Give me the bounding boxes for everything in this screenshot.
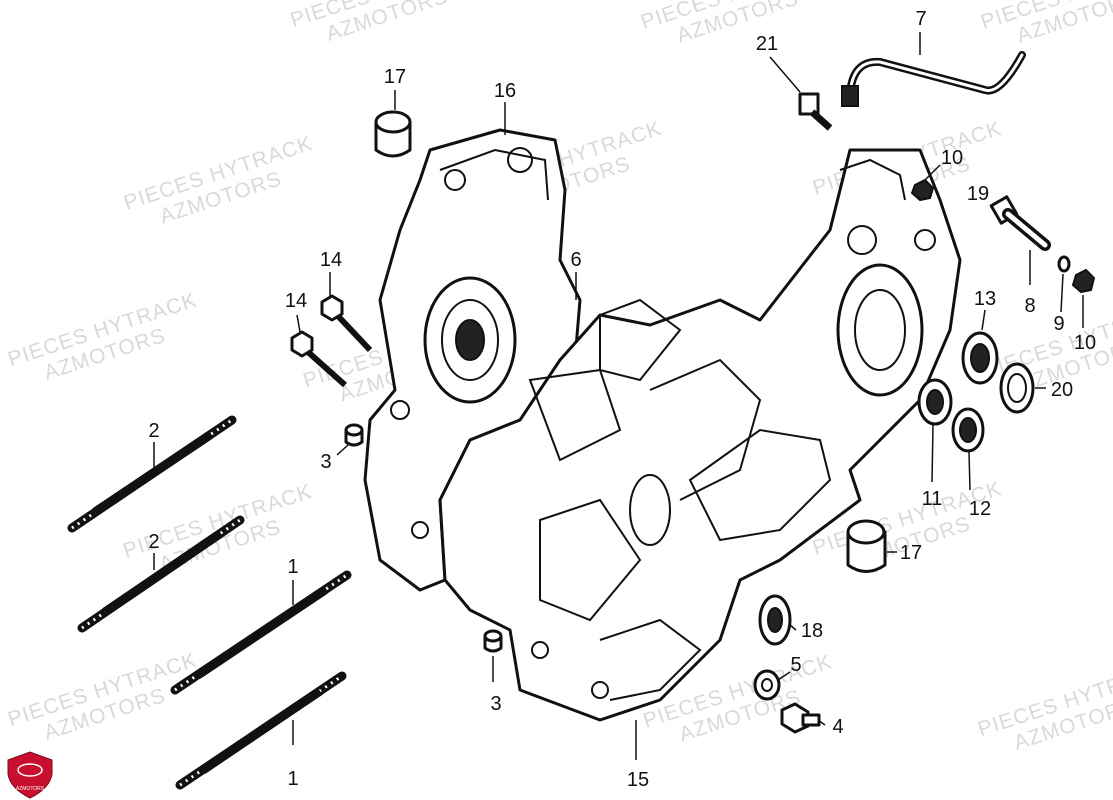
- callout-3: 3: [320, 451, 331, 473]
- callout-1: 1: [287, 768, 298, 790]
- bearing-17-lower: [846, 519, 887, 573]
- callout-6: 6: [570, 249, 581, 271]
- callout-19: 19: [967, 183, 989, 205]
- oil-seal-18: [758, 594, 792, 646]
- callout-14: 14: [320, 249, 342, 271]
- callout-2: 2: [148, 531, 159, 553]
- callout-1: 1: [287, 556, 298, 578]
- dowel-pin-3-upper: [344, 423, 364, 447]
- callout-17: 17: [900, 542, 922, 564]
- washer-5: [753, 669, 781, 701]
- callout-11: 11: [922, 488, 943, 510]
- callout-2: 2: [148, 420, 159, 442]
- washer-9: [1057, 255, 1071, 273]
- pivot-bolt-19: [989, 195, 1051, 251]
- callout-13: 13: [974, 288, 996, 310]
- bearing-11: [917, 378, 953, 426]
- azmotors-logo: AZMOTORS: [7, 751, 53, 799]
- callout-18: 18: [801, 620, 823, 642]
- right-crankcase-half: [438, 148, 962, 722]
- callout-8: 8: [1024, 295, 1035, 317]
- stud-bolt-1-upper: [170, 570, 352, 695]
- callout-16: 16: [494, 80, 516, 102]
- logo-text: AZMOTORS: [16, 786, 45, 792]
- callout-12: 12: [969, 498, 991, 520]
- right-bearing-housing: [836, 263, 924, 397]
- callout-21: 21: [756, 33, 778, 55]
- callout-17: 17: [384, 66, 406, 88]
- callout-10: 10: [1074, 332, 1096, 354]
- callout-5: 5: [790, 654, 801, 676]
- leader-lines: [153, 32, 1084, 760]
- bolt-21: [798, 92, 833, 131]
- bolt-14-upper: [320, 294, 373, 353]
- callout-9: 9: [1053, 313, 1064, 335]
- stud-bolt-2-upper: [67, 415, 237, 533]
- dowel-pin-3-lower: [483, 629, 503, 653]
- drain-bolt-4: [780, 702, 821, 734]
- callout-15: 15: [627, 769, 649, 791]
- bearing-12: [951, 407, 985, 453]
- callout-labels: 2 2 1 1 3 3 14 14 17 16 6 15 7 21 10 19 …: [148, 8, 1096, 791]
- callout-4: 4: [832, 716, 843, 738]
- stud-bolt-2-lower: [77, 515, 245, 633]
- callout-20: 20: [1051, 379, 1073, 401]
- callout-7: 7: [915, 8, 926, 30]
- callout-3: 3: [490, 693, 501, 715]
- callout-10: 10: [941, 147, 963, 169]
- stud-bolt-1-lower: [175, 671, 347, 790]
- oil-seal-20: [999, 362, 1035, 414]
- bearing-17-upper: [374, 110, 412, 158]
- callout-14: 14: [285, 290, 307, 312]
- crankcase-assembly: [363, 128, 962, 722]
- bolt-14-lower: [290, 330, 347, 388]
- pipe-clip: [841, 85, 859, 107]
- oil-seal-13: [961, 331, 999, 385]
- nut-10-right: [1071, 268, 1096, 294]
